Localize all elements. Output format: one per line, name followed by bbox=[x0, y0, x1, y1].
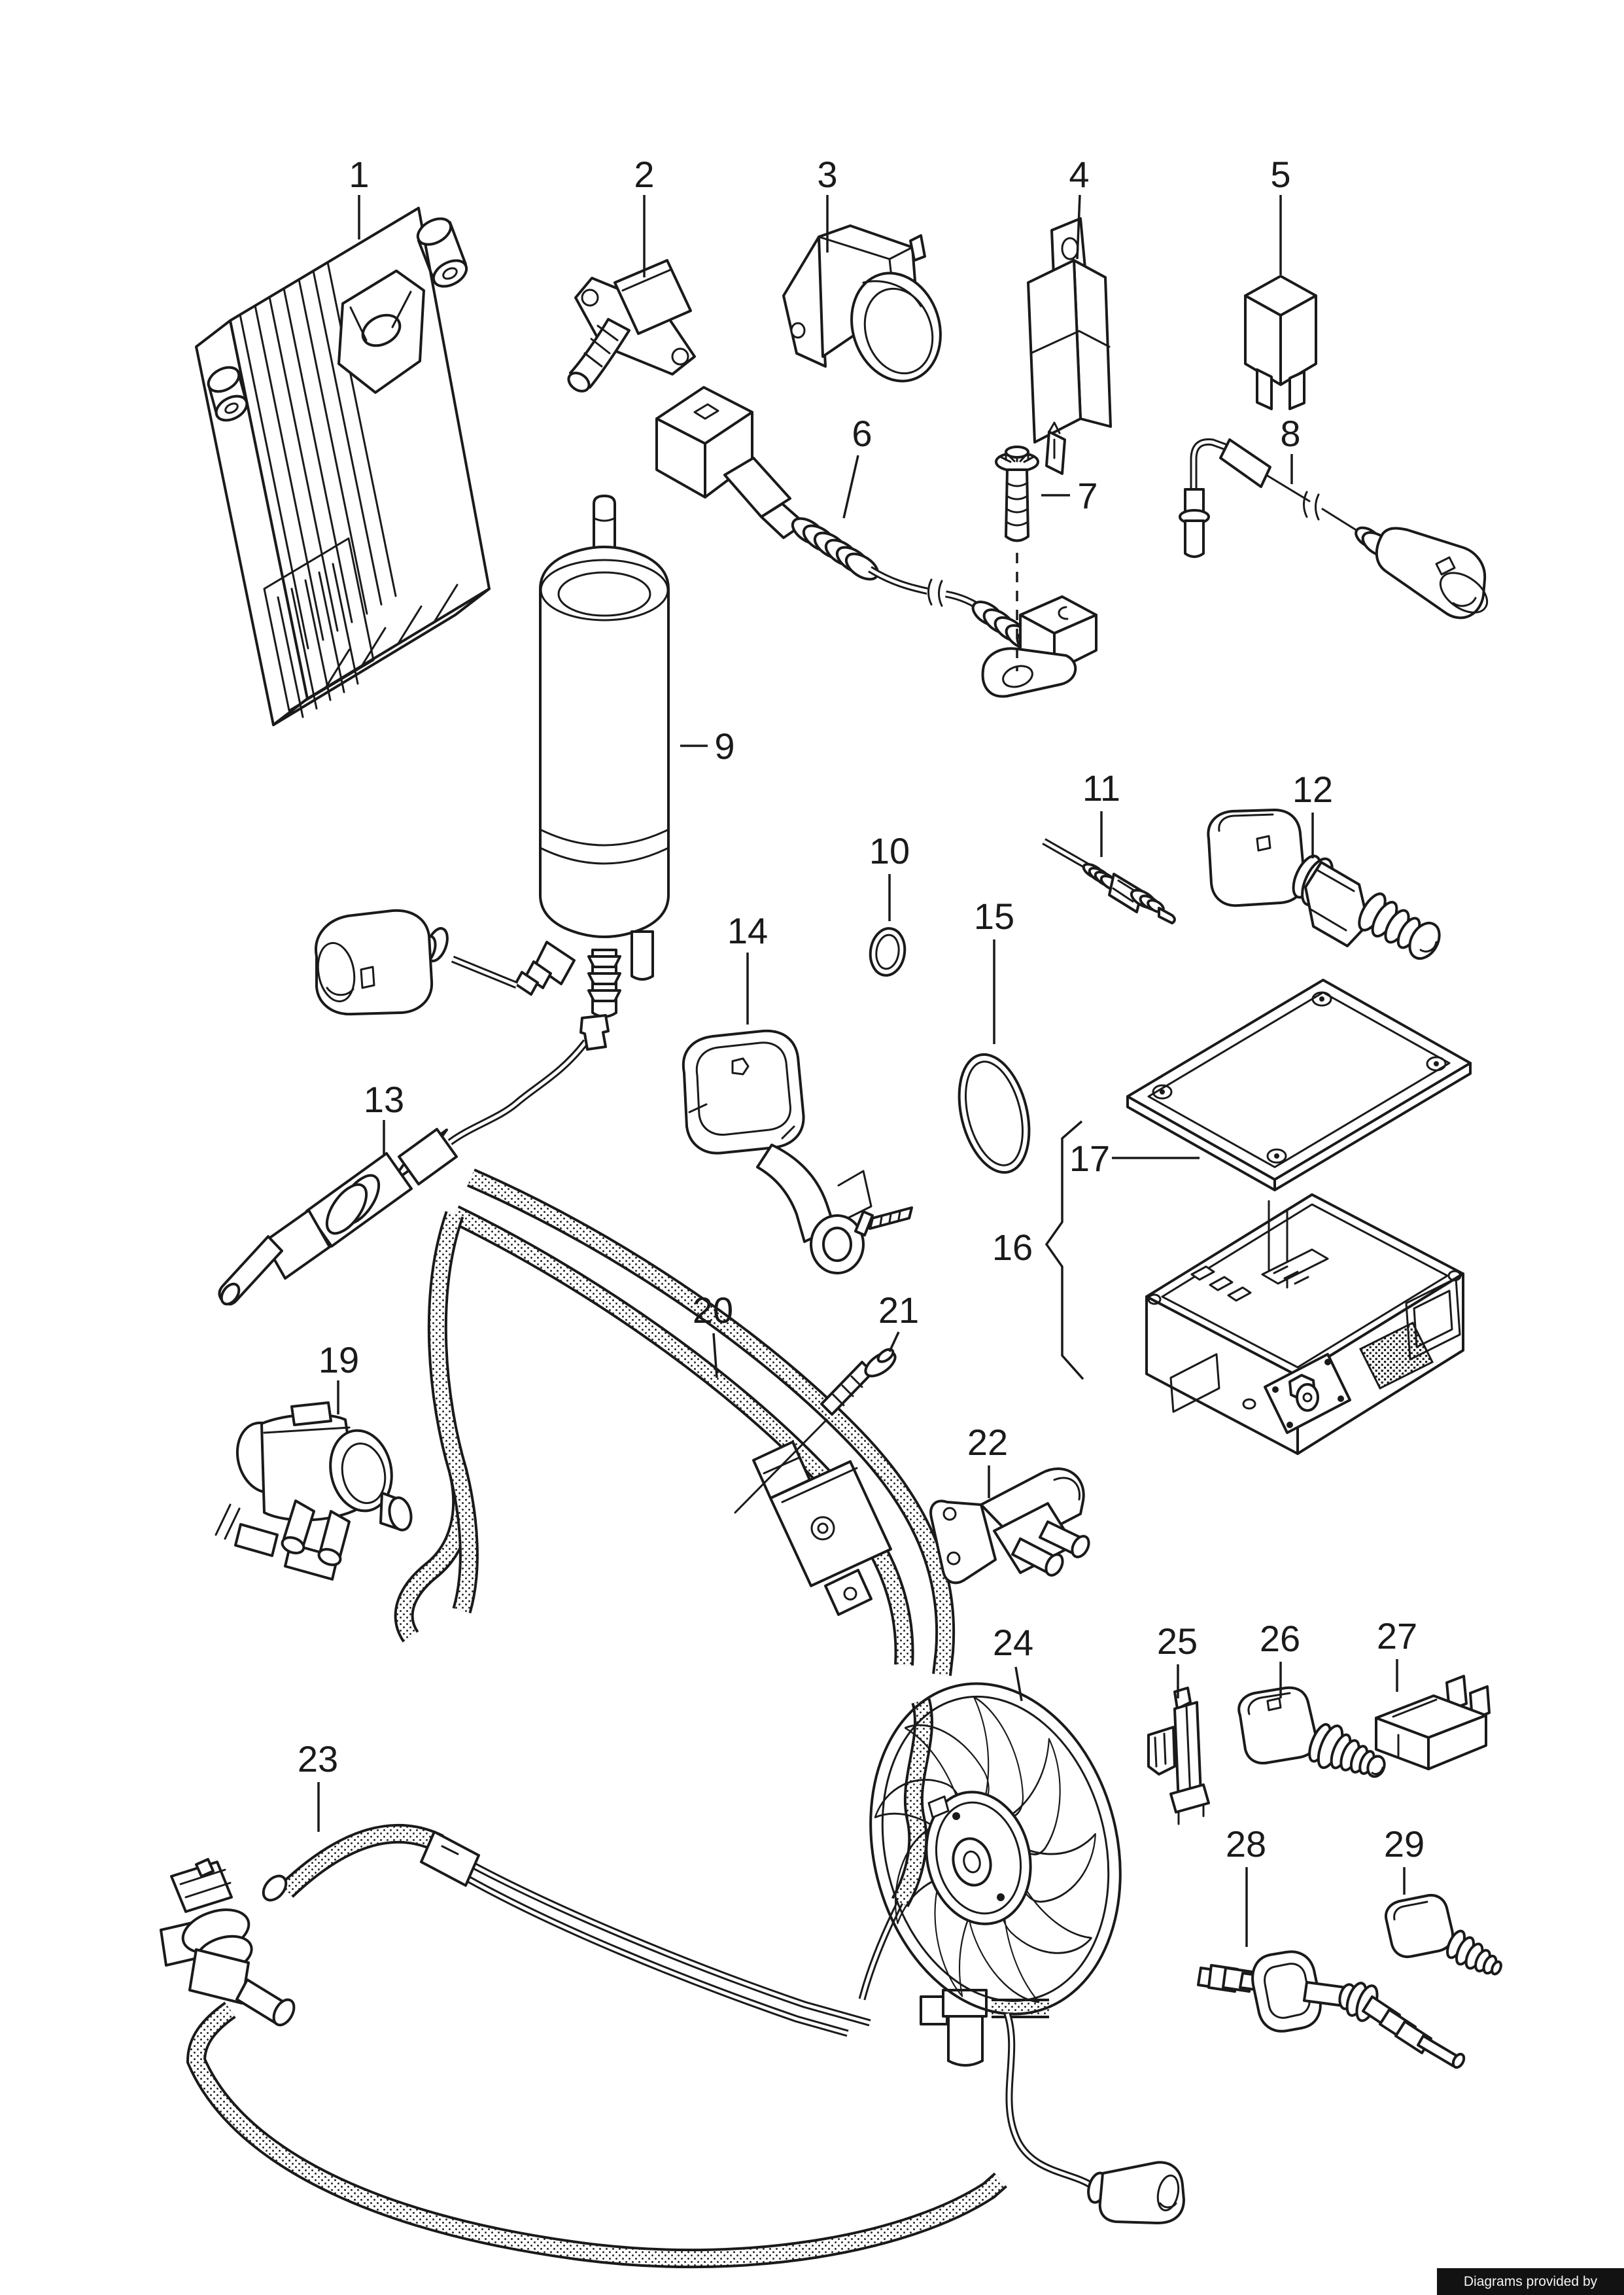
part-label-7: 7 bbox=[1077, 475, 1097, 516]
watermark-footer: Diagrams provided by catalogs parts bbox=[1437, 2268, 1624, 2295]
part-4-glow-plug-relay bbox=[1027, 217, 1112, 475]
part-label-4: 4 bbox=[1069, 154, 1089, 195]
part-label-2: 2 bbox=[634, 154, 654, 195]
part-21-screw bbox=[734, 1348, 897, 1514]
leader-line-20 bbox=[712, 1333, 718, 1378]
part-label-15: 15 bbox=[974, 896, 1014, 937]
part-label-19: 19 bbox=[319, 1339, 359, 1380]
part-7-bolt bbox=[995, 446, 1039, 671]
part-5-relay bbox=[1244, 275, 1317, 410]
part-label-16: 16 bbox=[992, 1227, 1033, 1268]
part-label-28: 28 bbox=[1226, 1823, 1266, 1865]
part-label-14: 14 bbox=[727, 910, 768, 951]
part-24-radiator-fan bbox=[869, 1682, 1185, 2224]
part-22-changeover-valve bbox=[929, 1467, 1090, 1585]
part-27-fuse bbox=[1375, 1675, 1491, 1770]
part-13-oxygen-sensor bbox=[218, 1014, 610, 1306]
part-label-11: 11 bbox=[1082, 767, 1120, 809]
part-10-o-ring bbox=[869, 927, 907, 977]
part-label-20: 20 bbox=[693, 1289, 733, 1331]
part-25-retaining-clip bbox=[1147, 1687, 1210, 1825]
part-20-hose-harness bbox=[394, 1168, 956, 1676]
leader-line-21 bbox=[888, 1331, 900, 1352]
leader-line-24 bbox=[1014, 1666, 1023, 1702]
leader-line-6 bbox=[842, 455, 859, 519]
part-2-cam-sensor bbox=[567, 259, 696, 393]
part-label-8: 8 bbox=[1280, 413, 1300, 454]
part-16-control-unit-housing bbox=[1145, 1193, 1464, 1455]
part-label-1: 1 bbox=[349, 154, 369, 195]
part-3-pressure-actuator bbox=[782, 224, 942, 383]
part-label-21: 21 bbox=[878, 1289, 919, 1331]
part-8-exhaust-temp-sensor bbox=[1179, 438, 1489, 620]
part-15-sealing-cap bbox=[958, 1053, 1031, 1174]
part-label-5: 5 bbox=[1270, 154, 1290, 195]
part-label-13: 13 bbox=[364, 1079, 404, 1120]
part-label-29: 29 bbox=[1384, 1823, 1425, 1865]
part-23-vacuum-hose-assembly bbox=[160, 1698, 1049, 2269]
part-label-3: 3 bbox=[817, 154, 837, 195]
brace-16 bbox=[1045, 1120, 1084, 1380]
part-label-10: 10 bbox=[869, 830, 910, 871]
part-11-glow-plug bbox=[1042, 838, 1176, 924]
part-label-27: 27 bbox=[1377, 1615, 1417, 1656]
part-label-25: 25 bbox=[1157, 1621, 1198, 1662]
part-26-pressure-switch bbox=[1237, 1686, 1386, 1778]
part-19-solenoid-valve bbox=[215, 1401, 413, 1581]
part-label-12: 12 bbox=[1292, 769, 1333, 810]
part-9-fuel-pump bbox=[315, 495, 670, 1018]
part-label-6: 6 bbox=[852, 413, 872, 454]
part-label-24: 24 bbox=[993, 1622, 1033, 1663]
part-17-housing-cover bbox=[1126, 979, 1472, 1191]
part-6-crank-sensor-harness bbox=[655, 386, 1097, 698]
part-label-23: 23 bbox=[298, 1738, 338, 1779]
leader-line-4 bbox=[1076, 194, 1081, 260]
part-14-sensor-with-bracket bbox=[682, 1029, 913, 1274]
part-1-ecu bbox=[195, 207, 491, 726]
part-label-22: 22 bbox=[967, 1422, 1008, 1463]
part-12-oil-pressure-sensor bbox=[1207, 809, 1441, 960]
part-label-9: 9 bbox=[714, 726, 734, 767]
part-29-temperature-switch bbox=[1385, 1894, 1502, 1976]
part-28-inline-valve bbox=[1197, 1950, 1466, 2069]
part-label-17: 17 bbox=[1069, 1138, 1110, 1179]
part-label-26: 26 bbox=[1260, 1618, 1300, 1659]
